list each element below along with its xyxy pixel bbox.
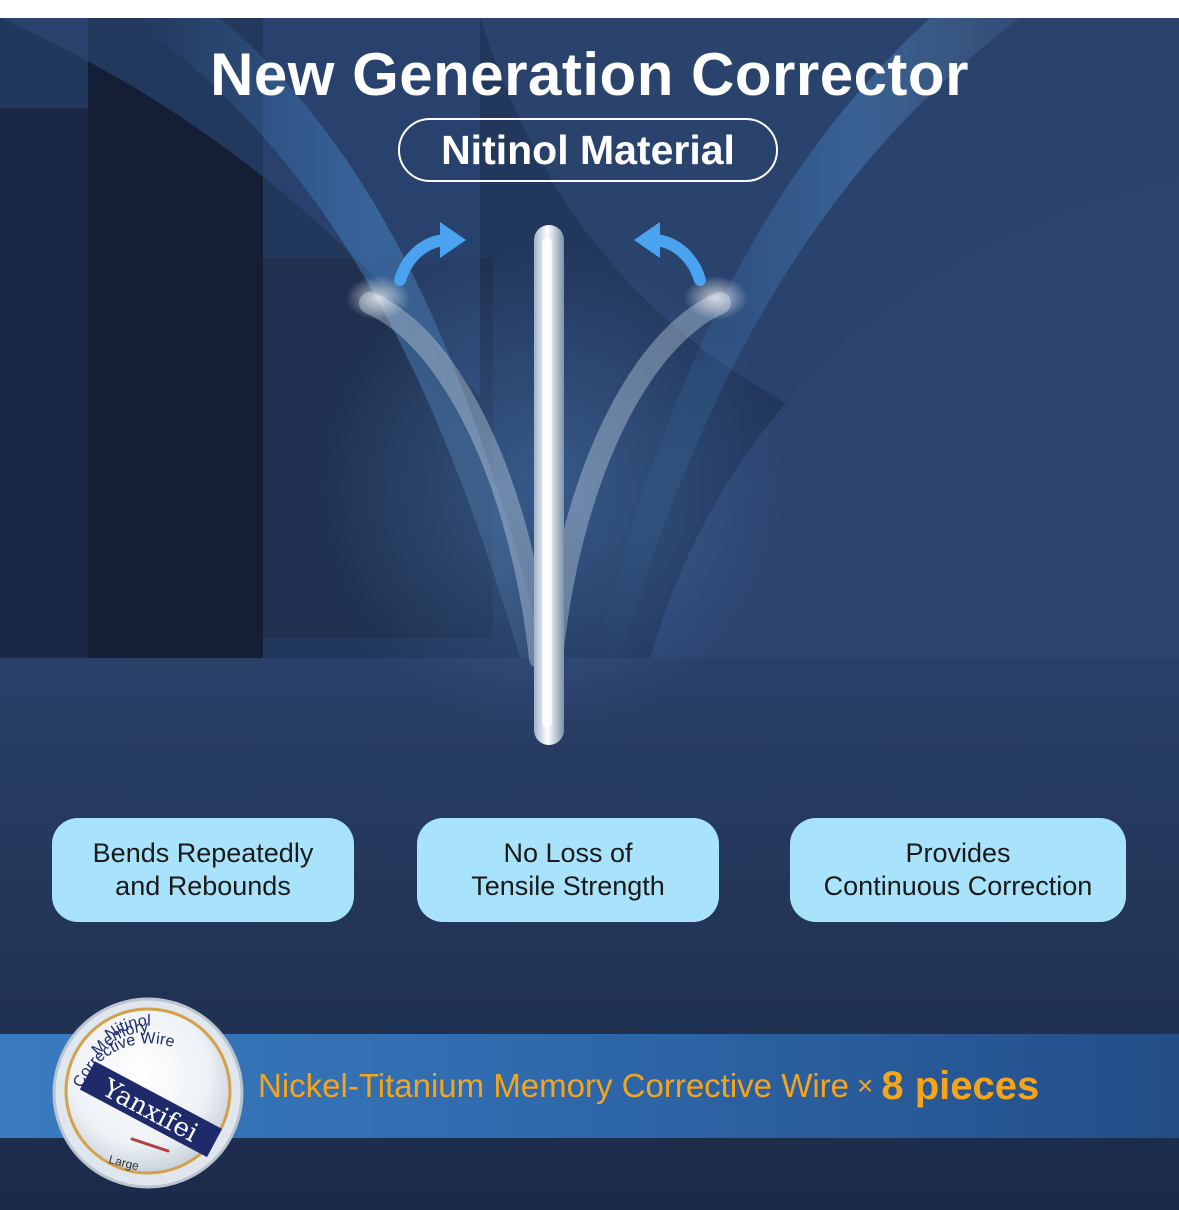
feature-line: Bends Repeatedly: [92, 838, 314, 868]
background-scene: [0, 18, 1179, 1210]
curved-arrow-right-icon: [634, 222, 706, 286]
feature-card-bends: Bends Repeatedly and Rebounds: [52, 818, 354, 922]
feature-line: No Loss of: [503, 838, 633, 868]
times-symbol: ×: [857, 1070, 874, 1101]
piece-count: 8 pieces: [881, 1063, 1040, 1108]
feature-card-strength: No Loss of Tensile Strength: [417, 818, 719, 922]
page-title: New Generation Corrector: [210, 41, 969, 108]
feature-line: Continuous Correction: [823, 871, 1093, 901]
curved-arrow-left-icon: [394, 222, 466, 286]
feature-line: Provides: [905, 838, 1011, 868]
material-badge: Nitinol Material: [398, 118, 778, 182]
product-name: Nickel-Titanium Memory Corrective Wire: [258, 1067, 850, 1104]
feature-line: Tensile Strength: [471, 871, 665, 901]
product-container: Nitinol Memory Corrective Wire Yanxifei …: [52, 997, 244, 1189]
feature-card-correction: Provides Continuous Correction: [790, 818, 1126, 922]
material-badge-label: Nitinol Material: [441, 126, 735, 173]
quantity-banner-text: Nickel-Titanium Memory Corrective Wire ×…: [258, 1034, 1039, 1138]
feature-line: and Rebounds: [115, 871, 291, 901]
product-image: New Generation Corrector Nitinol Materia…: [0, 18, 1179, 1210]
